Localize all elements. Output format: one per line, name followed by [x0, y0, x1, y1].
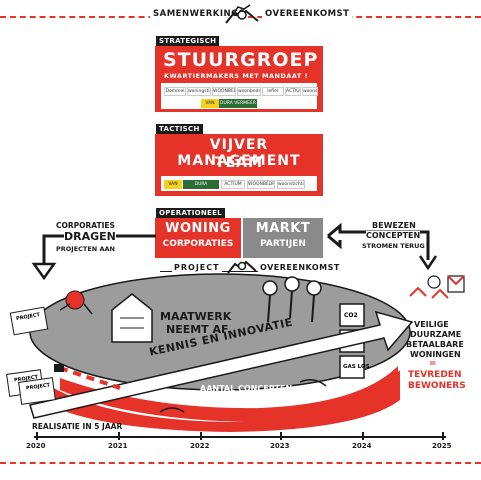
timeline-tick: [118, 432, 120, 440]
left-note-line3: PROJECTEN AAN: [56, 245, 116, 253]
project-agreement-right: OVEREENKOMST: [258, 263, 342, 272]
tactical-tag: TACTISCH: [156, 124, 203, 134]
timeline-year: 2022: [190, 442, 210, 450]
logo: VAN WIJNEN: [201, 99, 219, 108]
timeline-year: 2021: [108, 442, 128, 450]
left-flow-arrow: [31, 234, 156, 281]
timeline-year: 2023: [270, 442, 290, 450]
box-co2-label: CO2: [344, 312, 358, 319]
timeline-year: 2020: [26, 442, 46, 450]
housing-corporations-box: WONING CORPORATIES: [155, 218, 241, 258]
outcome-line5: TEVREDEN: [408, 370, 462, 380]
timeline-tick: [36, 432, 38, 440]
bottom-dashed-line: [0, 462, 481, 464]
right-note-line2: CONCEPTEN: [366, 231, 421, 240]
timeline-label: REALISATIE IN 5 JAAR: [32, 422, 123, 431]
strategic-subtitle: KWARTIERMAKERS MET MANDAAT !: [164, 72, 309, 80]
maatwerk-line2: NEEMT AF: [166, 323, 229, 336]
header-right-label: OVEREENKOMST: [262, 9, 353, 19]
left-note-line2: DRAGEN: [64, 230, 116, 243]
project-agreement-line: [160, 271, 330, 272]
logo: lefier: [262, 87, 284, 96]
tactical-box: VIJVER MANAGEMENT TEAM VAN WIJNEN DURA V…: [155, 134, 323, 196]
logo: WOONBEDRIJF: [247, 180, 275, 189]
strategic-title: STUURGROEP: [163, 49, 319, 71]
timeline-year: 2024: [352, 442, 372, 450]
header-left-label: SAMENWERKINGS: [150, 9, 249, 19]
timeline-tick: [442, 432, 444, 440]
logo: ACTIUM: [285, 87, 301, 96]
maatwerk-line1: MAATWERK: [160, 310, 232, 323]
housing-corporations-line2: CORPORATIES: [162, 239, 234, 249]
market-parties-line2: PARTIJEN: [260, 239, 306, 249]
market-parties-line1: MARKT: [255, 221, 311, 236]
concepts-line2: NEEMT TOE: [222, 394, 274, 403]
outcome-equals: =: [429, 359, 437, 369]
project-agreement-left: PROJECT: [172, 263, 222, 272]
handshake-icon: [227, 260, 257, 274]
pond-illustration: [6, 273, 465, 432]
outcome-line4: WONINGEN: [410, 350, 461, 359]
handshake-icon: [225, 4, 259, 24]
logo: ACTIUM: [221, 180, 245, 189]
market-parties-box: MARKT PARTIJEN: [243, 218, 323, 258]
strategic-box: STUURGROEP KWARTIERMAKERS MET MANDAAT ! …: [155, 46, 323, 112]
tactical-title-line1: VIJVER MANAGEMENT: [177, 137, 301, 169]
tactical-title-line2: TEAM: [215, 155, 263, 171]
logo: DURA VERMEER: [183, 180, 219, 189]
operational-tag: OPERATIONEEL: [156, 208, 225, 218]
timeline-tick: [200, 432, 202, 440]
logo: Dommel: [164, 87, 186, 96]
left-note-line1: CORPORATIES: [56, 221, 115, 230]
right-note-line1: BEWEZEN: [372, 221, 416, 230]
box-gas-label: GAS LOS: [343, 364, 370, 370]
logo: woonbedrijf: [237, 87, 261, 96]
concepts-line1: AANTAL CONCEPTEN: [200, 384, 293, 393]
logo: DURA VERMEER: [219, 99, 257, 108]
housing-corporations-line1: WONING: [165, 221, 231, 236]
timeline-tick: [280, 432, 282, 440]
timeline-axis: [34, 436, 446, 438]
timeline-tick: [362, 432, 364, 440]
logo: VAN WIJNEN: [164, 180, 182, 189]
timeline-year: 2025: [432, 442, 452, 450]
outcome-line2: DUURZAME: [410, 330, 462, 339]
logo: woningstichting: [187, 87, 211, 96]
logo: WOONBEDRIJF: [212, 87, 236, 96]
outcome-line3: BETAALBARE: [406, 340, 464, 349]
outcome-line1: VEILIGE: [414, 320, 449, 329]
strategic-tag: STRATEGISCH: [156, 36, 220, 46]
outcome-line6: BEWONERS: [408, 381, 466, 391]
logo: woonstichting: [302, 87, 318, 96]
logo: woonstichting: [277, 180, 305, 189]
right-note-line3: STROMEN TERUG: [362, 242, 425, 250]
